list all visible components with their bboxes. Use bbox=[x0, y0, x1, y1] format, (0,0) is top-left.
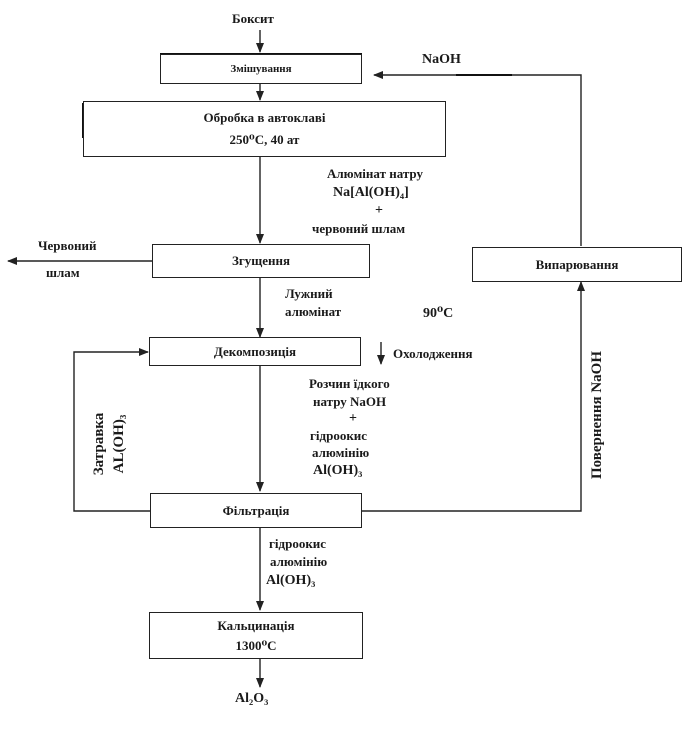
red-mud-line-2: шлам bbox=[46, 265, 80, 280]
alkaline-aluminate-line-2: алюмінат bbox=[285, 304, 342, 319]
cooling-label: Охолодження bbox=[393, 346, 473, 361]
solution-line-5: Al(OH)₃ bbox=[313, 463, 363, 478]
thickening-label: Згущення bbox=[231, 253, 291, 268]
aluminate-plus: + bbox=[375, 203, 383, 218]
aluminate-line-1: Алюмінат натру bbox=[327, 166, 423, 181]
arrow-return-naoh bbox=[362, 281, 585, 512]
aluminate-line-3: червоний шлам bbox=[312, 221, 406, 236]
red-mud-line-1: Червоний bbox=[38, 238, 97, 253]
hydroxide-line-2: алюмінію bbox=[270, 554, 328, 569]
naoh-recycle-label: NaOH bbox=[422, 52, 461, 67]
decomposition-label: Декомпозиція bbox=[213, 343, 297, 359]
calcination-label: Кальцинація bbox=[217, 617, 295, 633]
autoclave-conditions: 250⁰C, 40 ат bbox=[229, 132, 300, 147]
evaporation-box: Випарювання bbox=[472, 247, 682, 282]
autoclave-box: Обробка в автоклаві 250⁰C, 40 ат bbox=[83, 101, 446, 157]
mixing-label: Змішування bbox=[230, 63, 292, 75]
calcination-conditions: 1300⁰C bbox=[235, 637, 277, 653]
filtration-box: Фільтрація bbox=[150, 493, 362, 528]
arrow-seed-loop bbox=[73, 348, 150, 512]
thickening-box: Згущення bbox=[152, 244, 370, 278]
solution-line-2: натру NaOH bbox=[313, 394, 387, 409]
seed-label-2: AL(OH)₃ bbox=[111, 414, 127, 474]
solution-line-3: гідроокис bbox=[310, 428, 368, 443]
alkaline-aluminate-line-1: Лужний bbox=[285, 286, 333, 301]
input-bauxite-label: Боксит bbox=[232, 11, 274, 26]
seed-label-1: Затравка bbox=[91, 412, 107, 476]
hydroxide-line-1: гідроокис bbox=[269, 536, 327, 551]
decomposition-box: Декомпозиція bbox=[149, 337, 361, 366]
product-alumina: Al₂O₃ bbox=[235, 691, 269, 706]
calcination-box: Кальцинація 1300⁰C bbox=[149, 612, 363, 659]
solution-plus: + bbox=[349, 411, 357, 426]
arrow-naoh-recycle bbox=[373, 71, 582, 246]
filtration-label: Фільтрація bbox=[222, 502, 290, 518]
evaporation-label: Випарювання bbox=[535, 256, 619, 272]
aluminate-formula: Na[Al(OH)₄] bbox=[333, 185, 409, 200]
solution-line-4: алюмінію bbox=[312, 445, 370, 460]
solution-line-1: Розчин їдкого bbox=[309, 376, 390, 391]
hydroxide-line-3: Al(OH)₃ bbox=[266, 573, 316, 588]
mixing-box: Змішування bbox=[160, 54, 362, 84]
autoclave-label: Обробка в автоклаві bbox=[203, 110, 326, 125]
decomposition-temperature: 90⁰C bbox=[423, 306, 454, 321]
return-naoh-label: Повернення NaOH bbox=[589, 351, 605, 480]
